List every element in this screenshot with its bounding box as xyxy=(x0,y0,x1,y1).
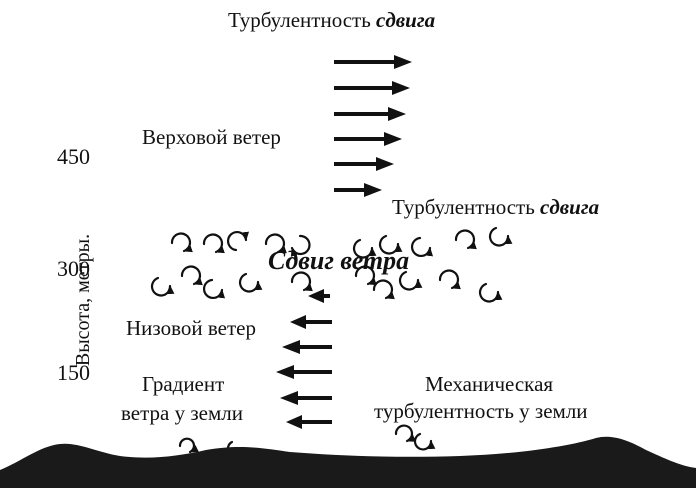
eddy-icon xyxy=(290,271,313,292)
arrowhead-icon xyxy=(388,107,406,121)
arrowhead-icon xyxy=(276,365,294,379)
eddy-icon xyxy=(180,265,203,286)
eddy-icon xyxy=(202,233,225,254)
eddy-icon xyxy=(411,236,434,257)
eddy-icon xyxy=(290,234,311,257)
arrowhead-icon xyxy=(394,55,412,69)
arrowhead-icon xyxy=(364,183,382,197)
eddy-icon xyxy=(378,234,403,255)
arrowhead-icon xyxy=(290,315,306,329)
arrowhead-icon xyxy=(392,81,410,95)
upper-wind-arrows xyxy=(334,55,412,197)
eddy-icon xyxy=(413,432,436,451)
eddy-icon xyxy=(170,232,193,253)
title-plain: Турбулентность xyxy=(228,8,377,32)
eddy-icon xyxy=(264,233,287,254)
y-tick-300: 300 xyxy=(57,256,90,281)
eddy-icon xyxy=(398,270,423,291)
title-emphasis: сдвига xyxy=(376,8,436,32)
eddy-icon xyxy=(438,269,461,290)
eddy-icon xyxy=(488,226,513,247)
y-tick-450: 450 xyxy=(57,144,90,169)
eddy-icon xyxy=(454,229,477,250)
eddy-icon xyxy=(478,282,503,303)
ground-terrain xyxy=(0,436,696,488)
lower-wind-arrows xyxy=(276,289,332,429)
arrowhead-icon xyxy=(308,289,324,303)
eddy-icon xyxy=(150,276,175,297)
lower-wind-label: Низовой ветер xyxy=(126,316,256,340)
eddy-icon xyxy=(203,278,226,299)
arrowhead-icon xyxy=(286,415,302,429)
shear-turbulence-plain: Турбулентность xyxy=(392,195,541,219)
y-tick-150: 150 xyxy=(57,360,90,385)
eddy-icon xyxy=(178,437,199,454)
gradient-label-line1: Градиент xyxy=(142,372,225,396)
eddy-icon xyxy=(238,272,263,293)
eddy-icon xyxy=(394,424,416,443)
mech-turbulence-line1: Механическая xyxy=(425,372,554,396)
mech-turbulence-line2: турбулентность у земли xyxy=(374,399,588,423)
shear-turbulence-emphasis: сдвига xyxy=(540,195,600,219)
gradient-label-line2: ветра у земли xyxy=(121,401,243,425)
diagram-title: Турбулентность сдвига xyxy=(228,10,435,31)
eddy-icon xyxy=(354,265,377,286)
eddy-icon xyxy=(352,238,377,259)
eddy-icon xyxy=(372,279,395,300)
upper-wind-label: Верховой ветер xyxy=(142,125,281,149)
shear-turbulence-label: Турбулентность сдвига xyxy=(392,197,599,218)
arrowhead-icon xyxy=(376,157,394,171)
arrowhead-icon xyxy=(282,340,300,354)
arrowhead-icon xyxy=(280,391,298,405)
arrowhead-icon xyxy=(384,132,402,146)
eddy-icon xyxy=(227,231,250,252)
